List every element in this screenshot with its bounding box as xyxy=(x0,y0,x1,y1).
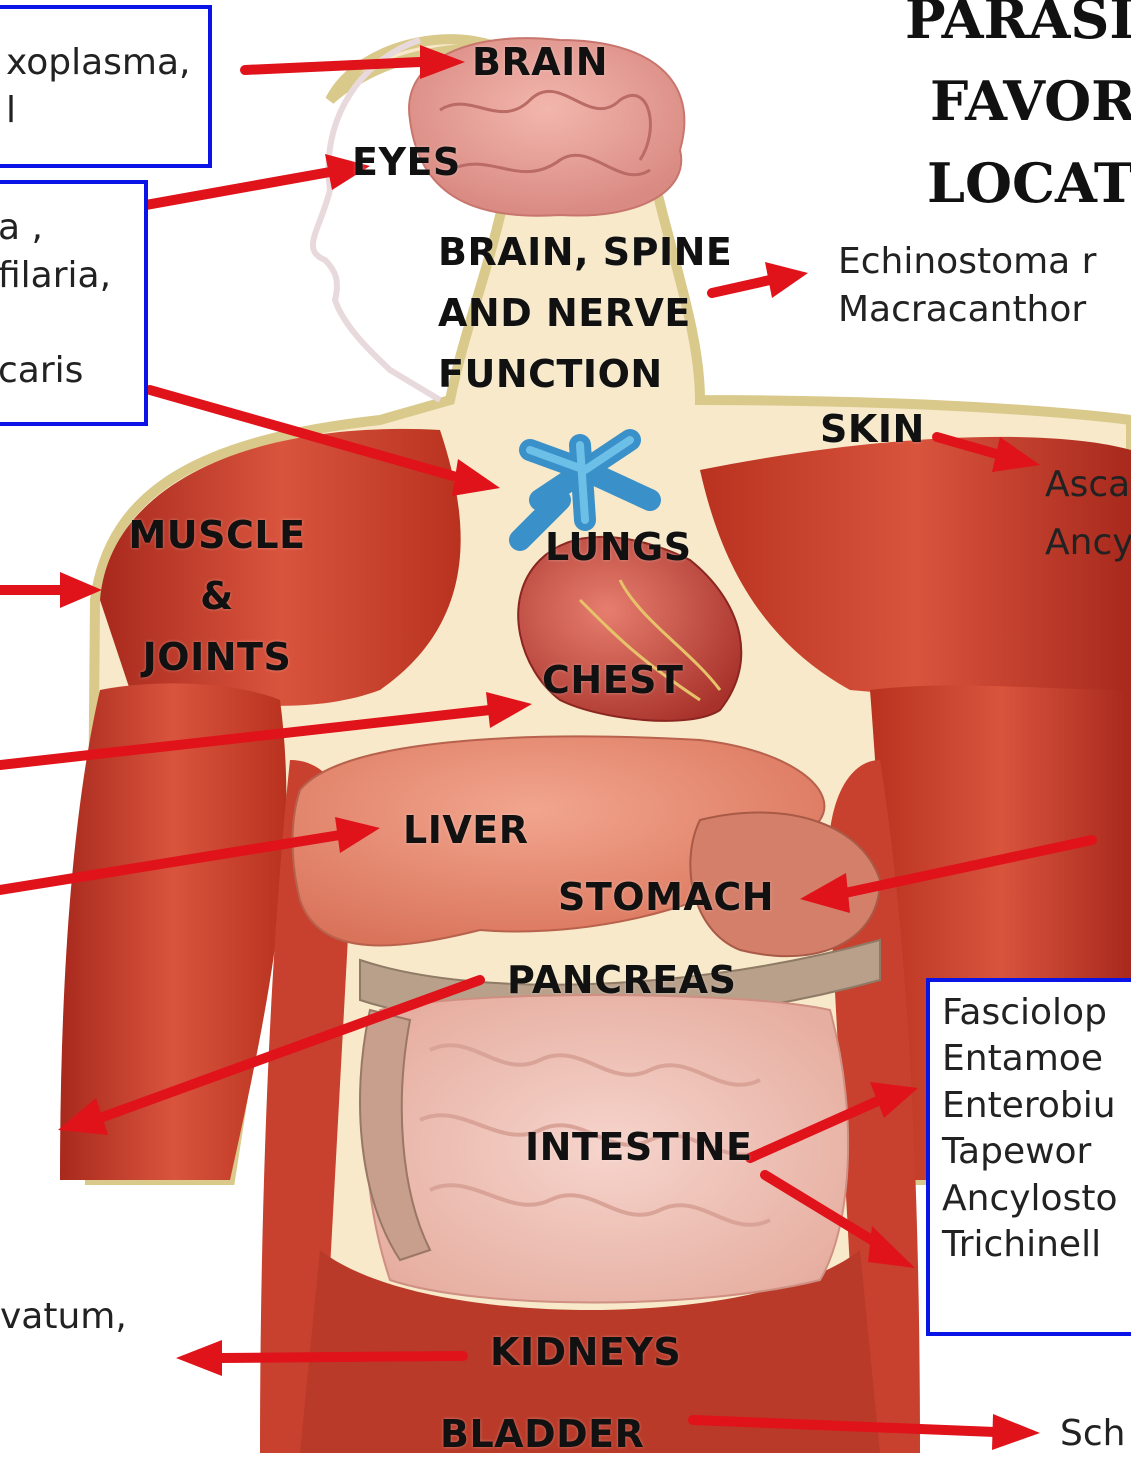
intestine-parasite-line-6: Trichinell xyxy=(942,1222,1131,1268)
label-skin: SKIN xyxy=(820,407,925,452)
eyes-parasite-list: a , filaria, caris xyxy=(0,184,144,395)
label-muscle-line-3: JOINTS xyxy=(122,627,312,688)
label-brain-spine-line-2: AND NERVE xyxy=(438,283,732,344)
label-liver: LIVER xyxy=(403,808,528,853)
kidneys-parasite-note: vatum, xyxy=(0,1293,127,1341)
brain-parasite-line-2: l xyxy=(6,87,208,135)
intestine-parasite-box: Fasciolop Entamoe Enterobiu Tapewor Ancy… xyxy=(926,978,1131,1336)
intestine-parasite-line-4: Tapewor xyxy=(942,1129,1131,1175)
brain-parasite-line-1: xoplasma, xyxy=(6,39,208,87)
label-brain-spine-line-3: FUNCTION xyxy=(438,344,732,405)
label-muscle-line-2: & xyxy=(122,566,312,627)
eyes-parasite-line-3 xyxy=(0,299,144,347)
intestine-parasite-list: Fasciolop Entamoe Enterobiu Tapewor Ancy… xyxy=(930,982,1131,1269)
label-kidneys: KIDNEYS xyxy=(490,1330,681,1375)
arrowhead-brain-spine xyxy=(765,262,808,298)
bladder-parasite-note: Sch xyxy=(1060,1410,1131,1458)
brain-spine-parasite-line-1: Echinostoma r xyxy=(838,238,1131,286)
label-stomach: STOMACH xyxy=(558,875,774,920)
brain-parasite-box: xoplasma, l xyxy=(0,5,212,168)
label-pancreas: PANCREAS xyxy=(507,958,736,1003)
label-brain-spine-line-1: BRAIN, SPINE xyxy=(438,222,732,283)
diagram-title: PARASI FAVOR LOCAT xyxy=(905,0,1131,210)
skin-parasite-list: Asca Ancy xyxy=(1045,456,1131,571)
title-line-1: PARASI xyxy=(905,0,1131,46)
intestine-parasite-line-5: Ancylosto xyxy=(942,1176,1131,1222)
eyes-parasite-box: a , filaria, caris xyxy=(0,180,148,426)
arrowhead-kidneys xyxy=(176,1340,222,1376)
brain-spine-parasite-line-2: Macracanthor xyxy=(838,286,1131,334)
eyes-parasite-line-1: a , xyxy=(0,204,144,252)
skin-parasite-line-2: Ancy xyxy=(1045,514,1131,572)
intestine-parasite-line-3: Enterobiu xyxy=(942,1083,1131,1129)
eyes-parasite-line-4: caris xyxy=(0,347,144,395)
label-muscle-joints: MUSCLE & JOINTS xyxy=(122,505,312,687)
intestine-parasite-line-2: Entamoe xyxy=(942,1036,1131,1082)
label-intestine: INTESTINE xyxy=(525,1125,753,1170)
label-muscle-line-1: MUSCLE xyxy=(122,505,312,566)
title-line-2: FAVOR xyxy=(905,74,1131,128)
brain-spine-parasite-list: Echinostoma r Macracanthor xyxy=(838,238,1131,333)
title-line-3: LOCAT xyxy=(905,156,1131,210)
arrow-kidneys xyxy=(220,1356,463,1358)
brain-parasite-list: xoplasma, l xyxy=(0,9,208,134)
label-lungs: LUNGS xyxy=(545,525,692,570)
label-chest: CHEST xyxy=(542,658,683,703)
label-bladder: BLADDER xyxy=(440,1412,644,1457)
arrowhead-bladder xyxy=(992,1414,1040,1450)
label-eyes: EYES xyxy=(352,140,461,185)
skin-parasite-line-1: Asca xyxy=(1045,456,1131,514)
eyes-parasite-line-2: filaria, xyxy=(0,252,144,300)
arrow-brain xyxy=(245,62,420,70)
label-brain: BRAIN xyxy=(472,40,608,85)
label-brain-spine: BRAIN, SPINE AND NERVE FUNCTION xyxy=(438,222,732,404)
intestine-parasite-line-1: Fasciolop xyxy=(942,990,1131,1036)
